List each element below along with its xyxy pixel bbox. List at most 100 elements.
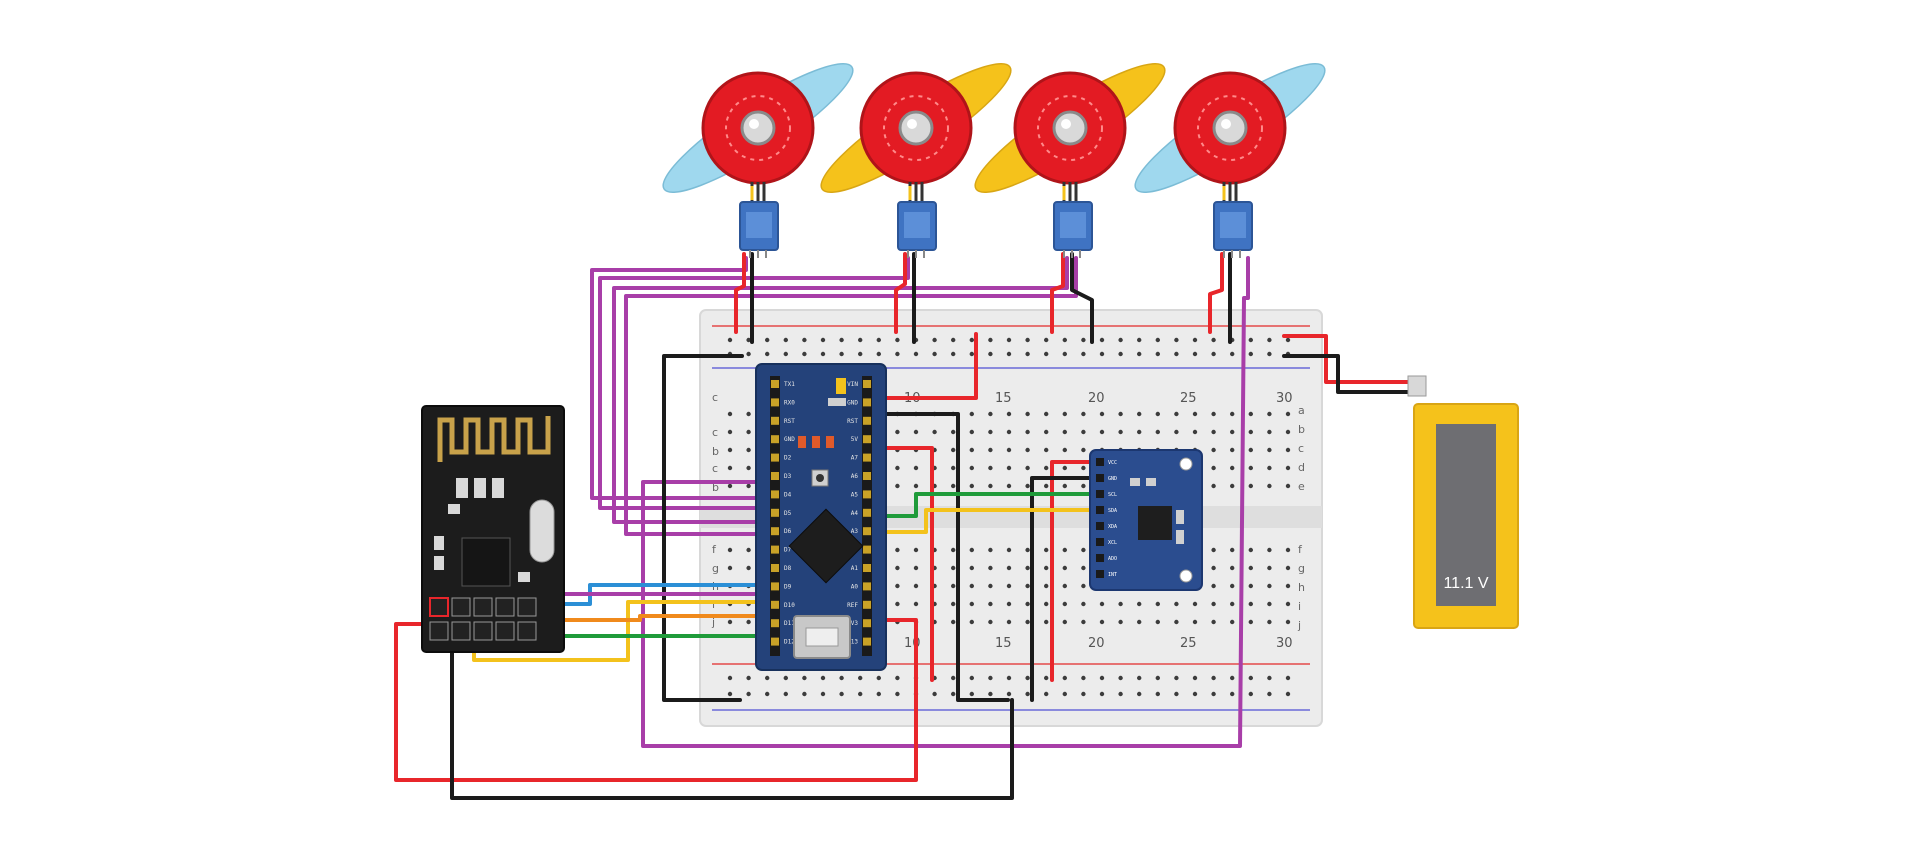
breadboard-hole bbox=[951, 337, 956, 343]
pcb-antenna bbox=[437, 416, 551, 462]
breadboard-hole bbox=[895, 601, 900, 607]
arduino-left-pin-label: D10 bbox=[784, 602, 795, 609]
breadboard-hole bbox=[1192, 691, 1198, 697]
breadboard-hole bbox=[1025, 619, 1030, 625]
row-letter-left-7: g bbox=[712, 562, 719, 575]
imu-pin bbox=[1096, 490, 1104, 498]
breadboard-hole bbox=[1230, 411, 1235, 417]
breadboard-hole bbox=[988, 547, 993, 553]
breadboard-hole bbox=[1211, 619, 1216, 625]
breadboard-hole bbox=[1062, 547, 1068, 553]
breadboard-hole bbox=[1155, 337, 1161, 343]
arduino-left-pin-label: RX0 bbox=[784, 399, 795, 406]
breadboard-hole bbox=[1248, 691, 1254, 697]
breadboard-hole bbox=[1285, 601, 1291, 607]
breadboard-hole bbox=[802, 691, 807, 697]
breadboard-hole bbox=[746, 337, 751, 343]
row-letter-left-2: c bbox=[712, 426, 718, 439]
wire-red-motor-1 bbox=[734, 252, 746, 334]
breadboard-hole bbox=[1230, 565, 1235, 571]
breadboard-hole bbox=[727, 675, 733, 681]
wire-orange-radio bbox=[500, 614, 767, 622]
breadboard-hole bbox=[1155, 429, 1161, 435]
arduino-left-pin bbox=[771, 600, 779, 609]
breadboard-hole bbox=[1267, 619, 1272, 625]
breadboard-hole bbox=[895, 351, 900, 357]
breadboard-hole bbox=[951, 691, 956, 697]
breadboard-hole bbox=[1285, 429, 1291, 435]
breadboard-hole bbox=[1248, 429, 1254, 435]
arduino-left-pin-label: D6 bbox=[784, 528, 792, 535]
breadboard-hole bbox=[951, 583, 956, 589]
breadboard-hole bbox=[839, 337, 844, 343]
breadboard-hole bbox=[783, 675, 788, 681]
wire-red-motor-2 bbox=[894, 252, 907, 334]
imu-pin-label: GND bbox=[1108, 476, 1117, 482]
wire-yellow-sda bbox=[874, 508, 1102, 534]
esc-2 bbox=[897, 201, 937, 258]
breadboard-hole bbox=[1137, 351, 1142, 357]
breadboard-hole bbox=[1062, 483, 1068, 489]
arduino-right-pin-label: RST bbox=[847, 418, 858, 425]
col-number-top-20: 20 bbox=[1088, 391, 1105, 406]
breadboard-hole bbox=[1267, 483, 1272, 489]
breadboard-hole bbox=[1155, 691, 1161, 697]
breadboard-hole bbox=[858, 351, 863, 357]
arduino-right-pin bbox=[863, 508, 871, 517]
motor-hub-2 bbox=[898, 110, 934, 146]
breadboard-hole bbox=[951, 447, 956, 453]
breadboard-hole bbox=[1025, 547, 1030, 553]
row-letter-right-h: h bbox=[1298, 581, 1305, 594]
arduino-left-pin-label: TX1 bbox=[784, 381, 795, 388]
breadboard-hole bbox=[1174, 429, 1179, 435]
breadboard-hole bbox=[1006, 465, 1012, 471]
breadboard-hole bbox=[1081, 619, 1086, 625]
breadboard-hole bbox=[951, 483, 956, 489]
arduino-right-pin-label: A5 bbox=[851, 491, 859, 498]
breadboard-hole bbox=[1081, 429, 1086, 435]
col-number-top-25: 25 bbox=[1180, 391, 1197, 406]
arduino-right-pin bbox=[863, 564, 871, 572]
breadboard-hole bbox=[895, 565, 900, 571]
arduino-left-pin-label: RST bbox=[784, 418, 795, 425]
breadboard-hole bbox=[988, 337, 993, 343]
breadboard-hole bbox=[1248, 483, 1254, 489]
row-letter-left-1: c bbox=[712, 391, 718, 404]
breadboard-hole bbox=[783, 691, 788, 697]
row-letter-right-a: a bbox=[1298, 404, 1305, 417]
breadboard-hole bbox=[913, 483, 919, 489]
breadboard-hole bbox=[1044, 411, 1049, 417]
breadboard-hole bbox=[969, 465, 974, 471]
breadboard-hole bbox=[1267, 583, 1272, 589]
breadboard-hole bbox=[746, 619, 751, 625]
breadboard-hole bbox=[1230, 675, 1235, 681]
breadboard-hole bbox=[1118, 429, 1123, 435]
row-letter-right-b: b bbox=[1298, 423, 1305, 436]
wire-purple-4 bbox=[624, 256, 1078, 536]
breadboard-hole bbox=[1285, 483, 1291, 489]
breadboard-hole bbox=[839, 675, 844, 681]
breadboard-hole bbox=[727, 619, 733, 625]
breadboard-hole bbox=[969, 351, 974, 357]
wires bbox=[394, 252, 1412, 800]
breadboard-hole bbox=[1248, 565, 1254, 571]
row-letter-left-4: c bbox=[712, 462, 718, 475]
breadboard-hole bbox=[858, 691, 863, 697]
breadboard-hole bbox=[1006, 601, 1012, 607]
breadboard-hole bbox=[1062, 601, 1068, 607]
imu-pin-label: SCL bbox=[1108, 492, 1117, 498]
breadboard-hole bbox=[727, 691, 733, 697]
breadboard-hole bbox=[1248, 619, 1254, 625]
breadboard-hole bbox=[1155, 411, 1161, 417]
breadboard-hole bbox=[746, 429, 751, 435]
breadboard-hole bbox=[1062, 583, 1068, 589]
col-number-bottom-20: 20 bbox=[1088, 636, 1105, 651]
breadboard-hole bbox=[913, 583, 919, 589]
breadboard-hole bbox=[839, 691, 844, 697]
breadboard-hole bbox=[1118, 691, 1123, 697]
breadboard-hole bbox=[1062, 447, 1068, 453]
nrf24-radio-module bbox=[421, 405, 565, 653]
breadboard-hole bbox=[1081, 465, 1086, 471]
breadboard-hole bbox=[746, 447, 751, 453]
breadboard-hole bbox=[1230, 429, 1235, 435]
